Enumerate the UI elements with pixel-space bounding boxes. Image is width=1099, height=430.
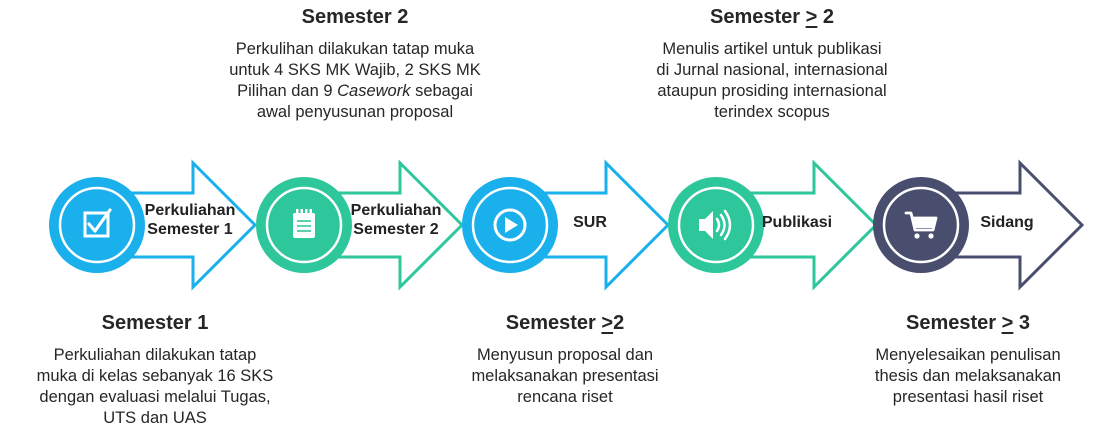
note-heading: Semester 1 — [101, 312, 209, 334]
heading-prefix: Semester — [906, 312, 997, 334]
note-text: Perkulihan dilakukan tatap muka untuk 4 … — [195, 39, 515, 123]
note-heading: Semester > 2 — [612, 6, 932, 29]
note-text: Menyusun proposal dan melaksanakan prese… — [415, 345, 715, 408]
note-heading: Semester 2 — [301, 6, 409, 28]
note-text: Perkuliahan dilakukan tatap muka di kela… — [0, 345, 310, 429]
note-line: thesis dan melaksanakan — [874, 367, 1062, 385]
note-line: untuk 4 SKS MK Wajib, 2 SKS MK — [229, 61, 481, 79]
note-line: awal penyusunan proposal — [256, 103, 454, 121]
heading-symbol: > — [805, 6, 818, 28]
heading-number: 2 — [822, 6, 834, 28]
stage-label-5: Sidang — [972, 213, 1042, 232]
notepad-icon — [293, 209, 315, 238]
note-line: Perkulihan dilakukan tatap muka — [235, 40, 475, 58]
stage-label-3: SUR — [560, 213, 620, 232]
italic-term: Casework — [337, 82, 411, 100]
stage-circle-2 — [256, 177, 352, 273]
heading-number: 3 — [1018, 312, 1030, 334]
stage-label-4: Publikasi — [752, 213, 842, 232]
note-line: presentasi hasil riset — [892, 388, 1044, 406]
cart-icon — [904, 211, 938, 239]
note-text: Menyelesaikan penulisan thesis dan melak… — [838, 345, 1098, 408]
note-heading: Semester > 3 — [838, 312, 1098, 335]
stage-label-2-line1: Perkuliahan — [350, 202, 442, 219]
stage-label-2: Perkuliahan Semester 2 — [338, 201, 454, 239]
stage-label-1: Perkuliahan Semester 1 — [132, 201, 248, 239]
stage-label-1-line1: Perkuliahan — [144, 202, 236, 219]
heading-symbol: > — [601, 312, 614, 334]
stage-circle-4 — [668, 177, 764, 273]
note-line: Perkuliahan dilakukan tatap — [53, 346, 257, 364]
heading-prefix: Semester — [710, 6, 801, 28]
note-text: Menulis artikel untuk publikasi di Jurna… — [612, 39, 932, 123]
note-line: Menyelesaikan penulisan — [875, 346, 1061, 364]
stage-circle-3 — [462, 177, 558, 273]
note-line: dengan evaluasi melalui Tugas, — [39, 388, 271, 406]
note-line: rencana riset — [517, 388, 613, 406]
heading-prefix: Semester — [505, 312, 596, 334]
stage-label-5-line1: Sidang — [980, 214, 1034, 231]
note-line: UTS dan UAS — [103, 409, 207, 427]
stage-label-3-line1: SUR — [573, 214, 607, 231]
stage-circle-1 — [49, 177, 145, 273]
play-icon — [493, 208, 527, 242]
heading-number: 2 — [613, 312, 625, 334]
bottom-note-semester-ge-3: Semester > 3 Menyelesaikan penulisan the… — [838, 312, 1098, 408]
top-note-semester-2: Semester 2 Perkulihan dilakukan tatap mu… — [195, 6, 515, 123]
note-line: Menyusun proposal dan — [476, 346, 654, 364]
stage-label-2-line2: Semester 2 — [353, 221, 439, 238]
stage-circle-5 — [873, 177, 969, 273]
bottom-note-semester-1: Semester 1 Perkuliahan dilakukan tatap m… — [0, 312, 310, 429]
heading-symbol: > — [1001, 312, 1014, 334]
speaker-icon — [699, 209, 732, 241]
note-line: ataupun prosiding internasional — [657, 82, 887, 100]
note-line: Menulis artikel untuk publikasi — [662, 40, 882, 58]
checkbox-icon — [83, 208, 112, 238]
stage-label-4-line1: Publikasi — [761, 214, 833, 231]
note-line: muka di kelas sebanyak 16 SKS — [36, 367, 274, 385]
note-line: terindex scopus — [714, 103, 830, 121]
stage-label-1-line2: Semester 1 — [147, 221, 233, 238]
note-line: melaksanakan presentasi — [471, 367, 659, 385]
bottom-note-semester-ge-2: Semester >2 Menyusun proposal dan melaks… — [415, 312, 715, 408]
top-note-semester-ge-2: Semester > 2 Menulis artikel untuk publi… — [612, 6, 932, 123]
note-line: di Jurnal nasional, internasional — [656, 61, 888, 79]
note-line: Pilihan dan 9 Casework sebagai — [237, 82, 473, 100]
note-heading: Semester >2 — [415, 312, 715, 335]
